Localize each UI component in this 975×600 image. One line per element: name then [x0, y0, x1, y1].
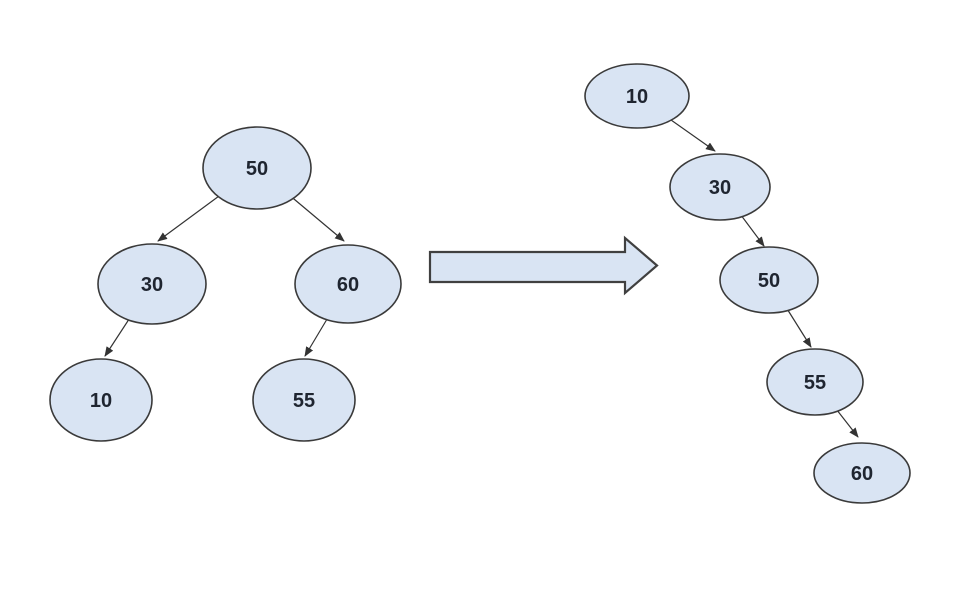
tree-node-after-50: 50	[719, 246, 819, 314]
node-label: 30	[141, 274, 163, 296]
node-ellipse	[252, 358, 356, 442]
node-ellipse	[766, 348, 864, 416]
node-ellipse	[813, 442, 911, 504]
node-ellipse	[294, 244, 402, 324]
tree-node-before-50: 50	[202, 126, 312, 210]
node-label: 10	[626, 86, 648, 108]
tree-node-before-30: 30	[97, 243, 207, 325]
node-label: 30	[709, 177, 731, 199]
tree-node-after-60: 60	[813, 442, 911, 504]
tree-after: 10 30 50 55 60	[584, 63, 911, 504]
node-ellipse	[97, 243, 207, 325]
node-label: 60	[851, 463, 873, 485]
node-ellipse	[669, 153, 771, 221]
node-label: 55	[293, 390, 315, 412]
tree-node-before-55: 55	[252, 358, 356, 442]
node-ellipse	[584, 63, 690, 129]
node-label: 60	[337, 274, 359, 296]
node-ellipse	[49, 358, 153, 442]
tree-node-after-30: 30	[669, 153, 771, 221]
node-ellipse	[202, 126, 312, 210]
tree-node-before-10: 10	[49, 358, 153, 442]
node-label: 50	[246, 158, 268, 180]
node-ellipse	[719, 246, 819, 314]
tree-node-after-55: 55	[766, 348, 864, 416]
node-label: 55	[804, 372, 826, 394]
tree-before: 50 30 60 10 55	[49, 126, 402, 442]
tree-node-before-60: 60	[294, 244, 402, 324]
node-label: 10	[90, 390, 112, 412]
node-label: 50	[758, 270, 780, 292]
transform-right-arrow-icon	[428, 235, 659, 296]
tree-node-after-10: 10	[584, 63, 690, 129]
